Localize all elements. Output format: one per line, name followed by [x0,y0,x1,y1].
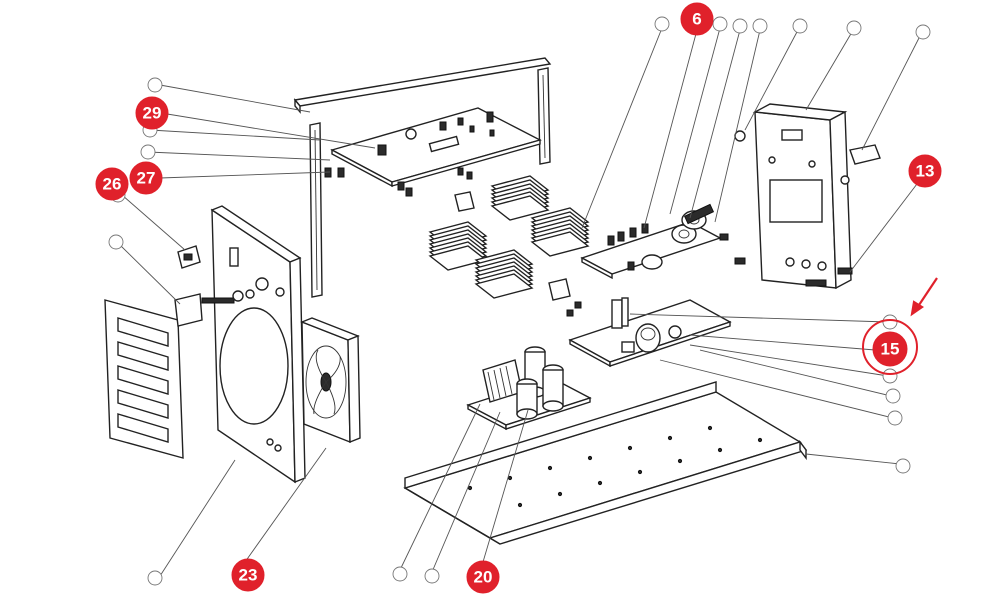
left-post [309,122,323,298]
callout-8 [752,18,768,34]
svg-text:6: 6 [692,10,701,29]
base-tray [403,381,808,545]
leader-lines [119,27,921,577]
callout-13 [882,368,898,384]
callout-6 [712,16,728,32]
front-panel [210,205,306,484]
callout-1 [147,77,163,93]
badge-13: 13 [908,154,942,188]
power-switch [177,245,201,269]
rear-panel [734,103,853,290]
aux-pcb [568,297,732,368]
svg-text:13: 13 [916,162,935,181]
callout-7 [732,18,748,34]
badge-20: 20 [466,560,500,594]
badge-23: 23 [231,558,265,592]
callout-18 [392,566,408,582]
callout-9 [792,18,808,34]
callout-17 [147,570,163,586]
svg-text:26: 26 [103,175,122,194]
control-pcb [330,107,542,188]
input-connector [174,289,255,327]
badge-6: 6 [680,2,714,36]
cooling-fan [300,317,361,444]
callout-16 [895,458,911,474]
output-board [580,203,746,280]
right-post [537,67,551,165]
badge-15: 15 [862,319,918,375]
heatsink-stacks [428,175,590,317]
power-board [466,346,592,431]
pointer-arrow [910,277,938,317]
callout-4 [108,234,124,250]
small-plate [849,144,881,165]
tray-holes [467,425,763,508]
svg-text:29: 29 [143,104,162,123]
svg-text:15: 15 [881,340,900,359]
callout-15 [887,410,903,426]
badge-29: 29 [135,96,169,130]
badge-27: 27 [129,161,163,195]
svg-text:23: 23 [239,566,258,585]
callout-14 [885,388,901,404]
top-rail [293,57,552,114]
front-grille [104,299,184,459]
svg-text:20: 20 [474,568,493,587]
callout-3 [140,144,156,160]
callout-19 [424,568,440,584]
callout-10 [846,20,862,36]
svg-text:27: 27 [137,169,156,188]
callout-11 [915,24,931,40]
badge-26: 26 [95,167,129,201]
callout-5 [654,16,670,32]
callout-12 [882,314,898,330]
